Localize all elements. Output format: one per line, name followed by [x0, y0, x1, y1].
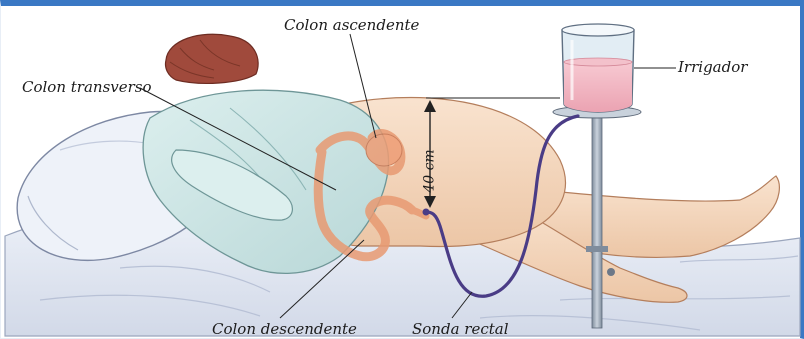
- label-colon-descendente: Colon descendente: [212, 320, 357, 338]
- irrigator-container: [562, 24, 634, 112]
- label-height: 40 cm: [421, 149, 439, 192]
- head-hair: [165, 34, 258, 83]
- label-sonda-rectal: Sonda rectal: [412, 320, 509, 338]
- label-colon-ascendente: Colon ascendente: [284, 16, 419, 34]
- label-irrigador: Irrigador: [678, 58, 747, 76]
- label-colon-transverso: Colon transverso: [22, 78, 152, 96]
